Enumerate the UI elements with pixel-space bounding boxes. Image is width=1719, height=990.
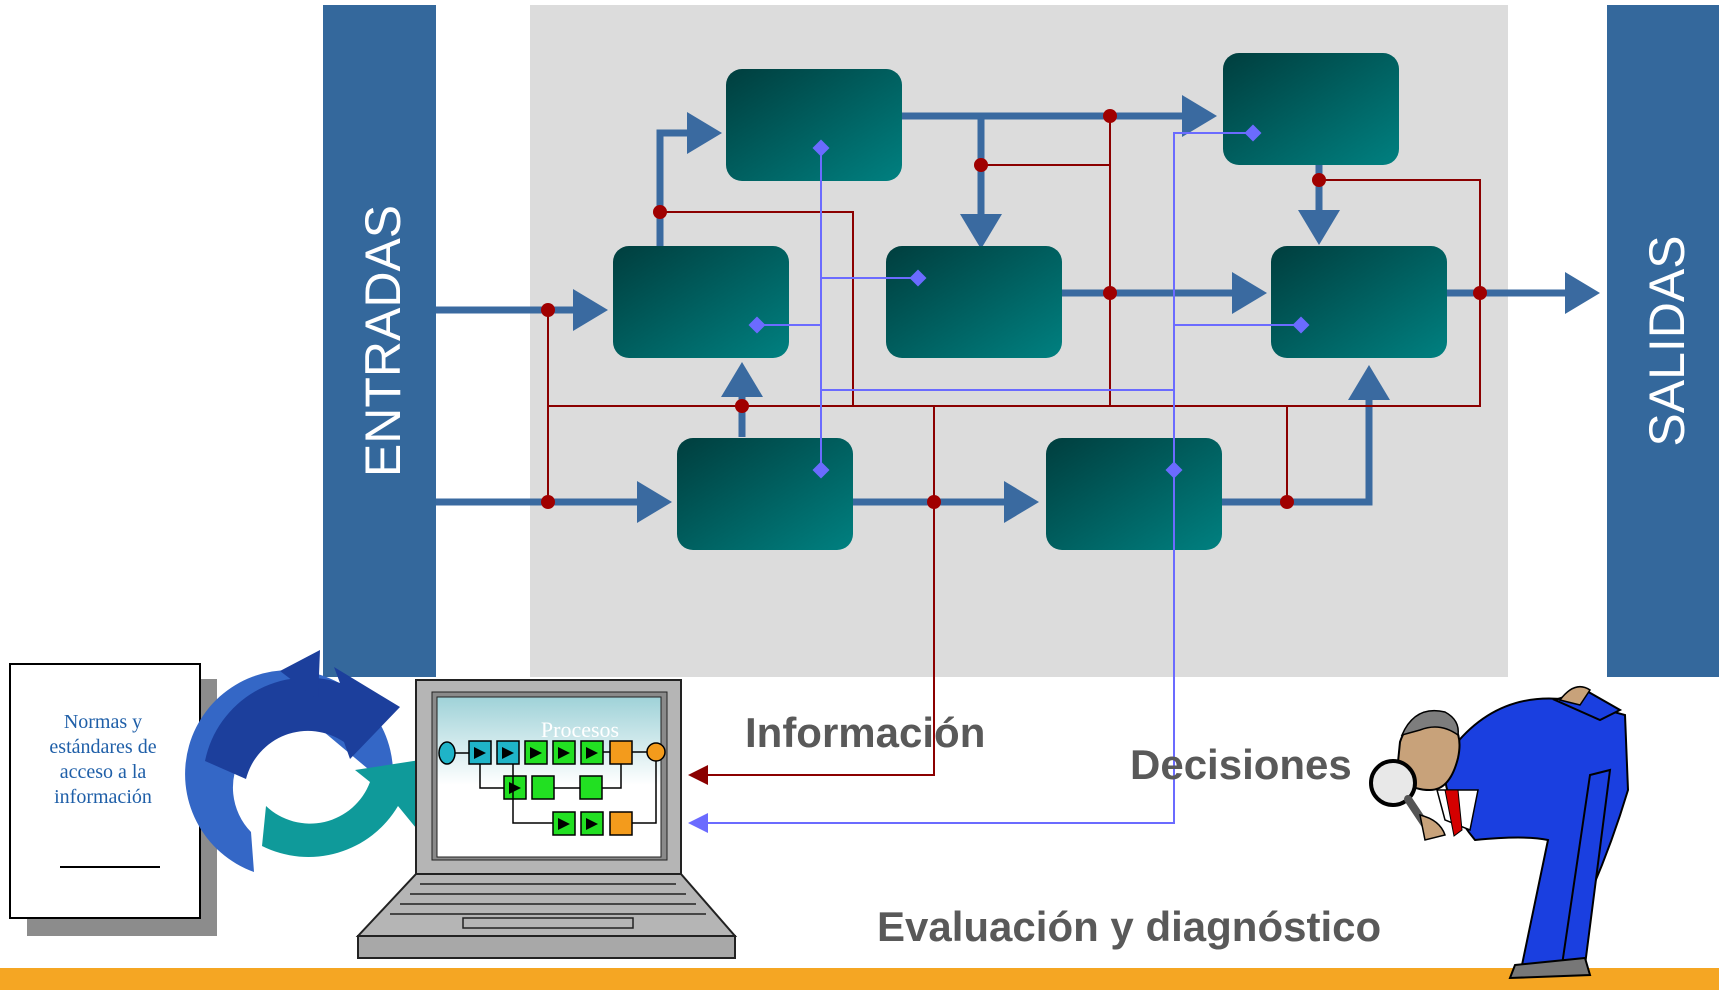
process-box [1223, 53, 1399, 165]
bottom-stripe [0, 968, 1719, 990]
informacion-label: Información [745, 709, 985, 756]
document-line: Normas y [64, 711, 142, 733]
information-network [547, 116, 1481, 785]
decision-network [688, 132, 1301, 833]
document-line: acceso a la [60, 761, 147, 783]
screen-title: Procesos [541, 717, 619, 742]
entradas-label: ENTRADAS [355, 205, 411, 477]
laptop-icon: Procesos [355, 679, 738, 959]
entradas-bar [323, 5, 436, 677]
decisiones-label: Decisiones [1130, 741, 1352, 788]
process-box [726, 69, 902, 181]
screen-flowchart [438, 740, 666, 836]
process-box [1271, 246, 1447, 358]
inspector-with-magnifier-icon [1369, 685, 1630, 980]
document-line: estándares de [49, 736, 156, 758]
recycle-arrows-icon [185, 650, 420, 872]
document-line: información [54, 786, 152, 808]
evaluacion-label: Evaluación y diagnóstico [877, 903, 1381, 950]
information-nodes [541, 109, 1487, 509]
norms-document: Normas y estándares de acceso a la infor… [9, 663, 217, 936]
process-box [1046, 438, 1222, 550]
salidas-bar [1607, 5, 1719, 677]
process-box [613, 246, 789, 358]
process-box [677, 438, 853, 550]
process-box [886, 246, 1062, 358]
salidas-label: SALIDAS [1639, 235, 1695, 446]
process-boxes [613, 53, 1447, 550]
